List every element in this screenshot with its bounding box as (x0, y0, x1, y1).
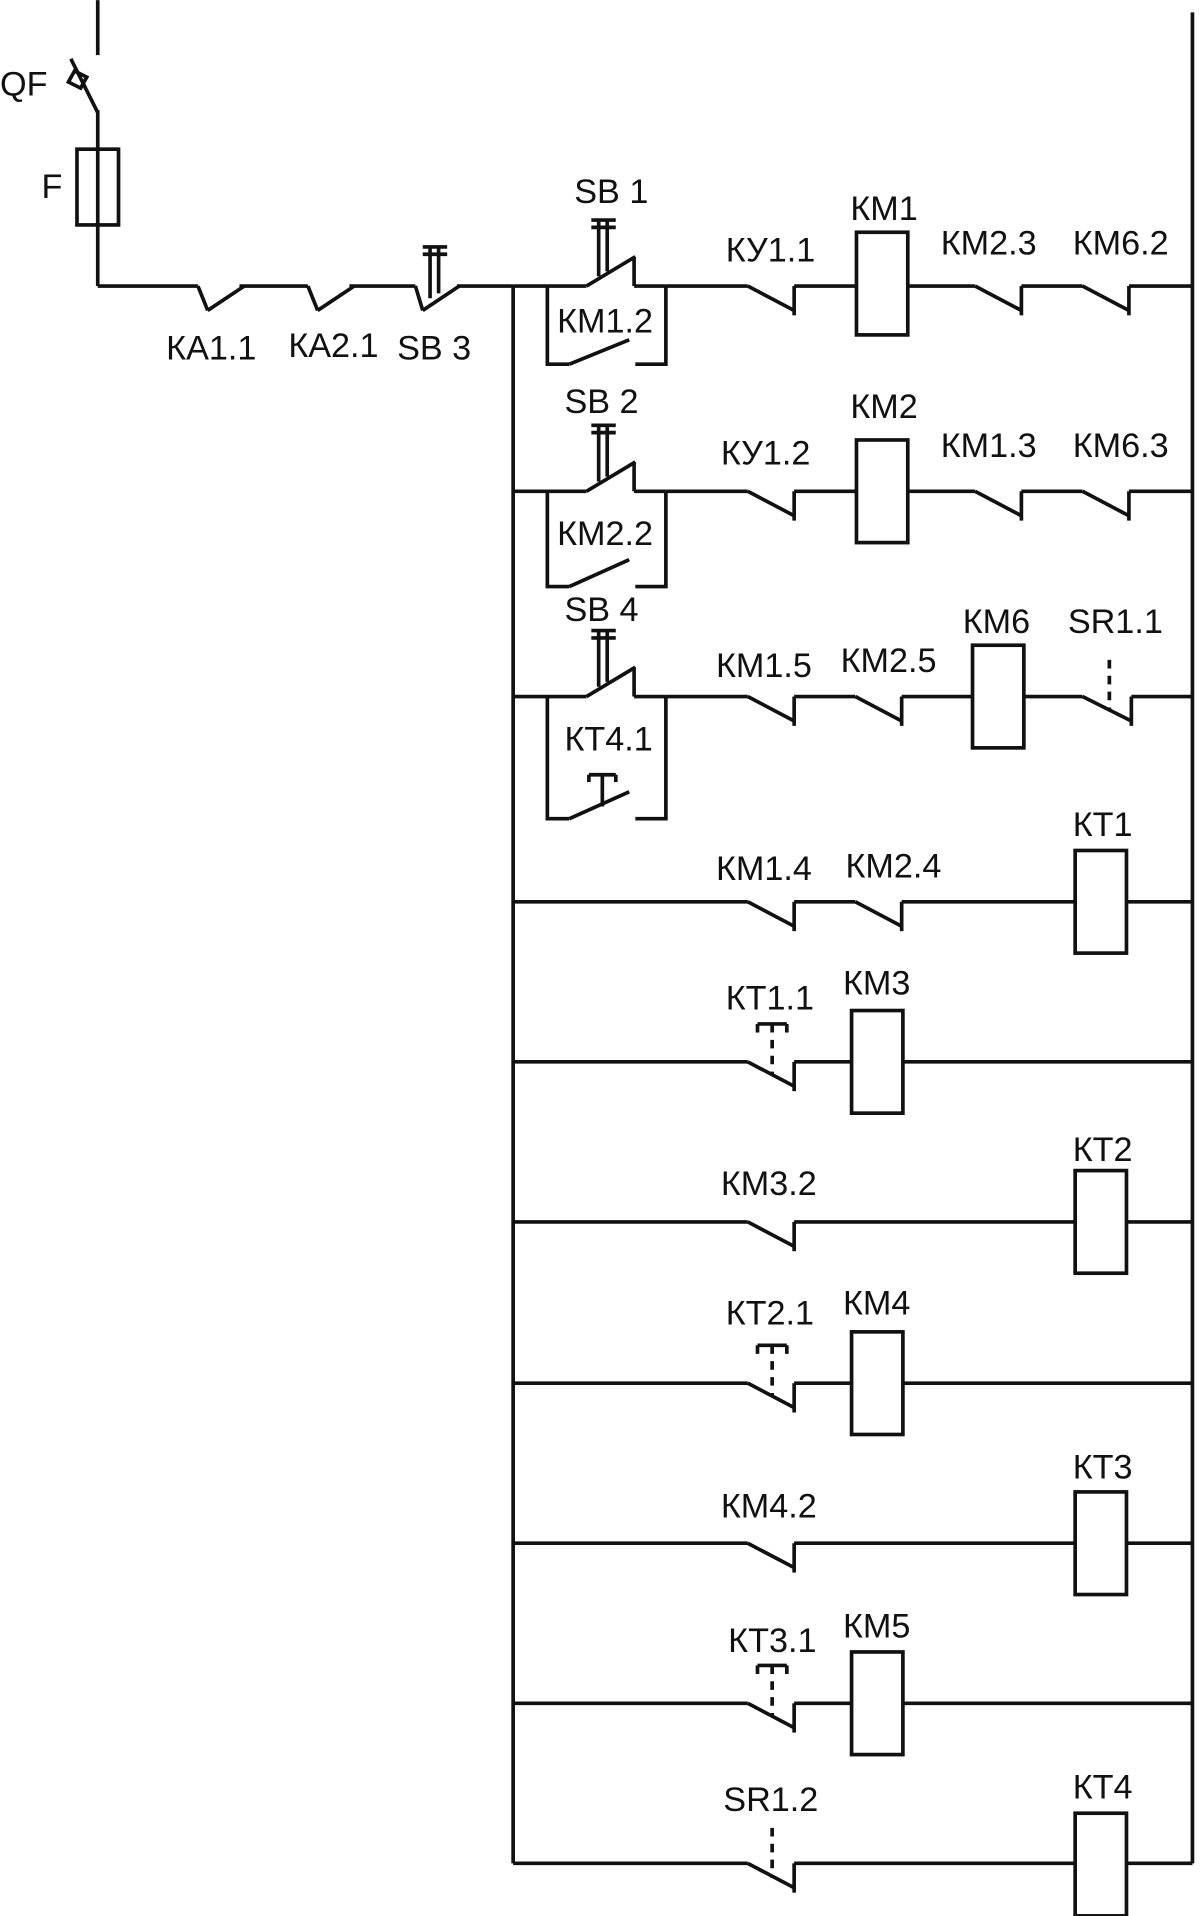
label-kt4-1: КТ4.1 (564, 720, 652, 758)
circuit-breaker-qf (65, 57, 100, 150)
label-f: F (42, 168, 63, 206)
label-ka1-1: КА1.1 (166, 329, 256, 367)
label-km4: КМ4 (843, 1285, 910, 1323)
label-sr1-2: SR1.2 (723, 1781, 818, 1819)
label-ky1-2: КУ1.2 (721, 434, 811, 472)
label-km3: КМ3 (843, 965, 910, 1003)
label-km1-3: КМ1.3 (941, 427, 1037, 465)
rung-7 (513, 1330, 1193, 1437)
label-sb1: SB 1 (574, 173, 648, 211)
label-km4-2: КМ4.2 (721, 1488, 817, 1526)
rung-2 (513, 423, 1193, 589)
label-kt4: КТ4 (1073, 1769, 1133, 1807)
contact-ka2-1 (306, 284, 356, 312)
label-km6-3: КМ6.3 (1073, 427, 1169, 465)
label-ky1-1: КУ1.1 (726, 232, 816, 270)
label-kt2-1: КТ2.1 (726, 1295, 814, 1333)
rung-9 (513, 1650, 1193, 1757)
label-ka2-1: КА2.1 (288, 327, 378, 365)
label-km6: КМ6 (963, 603, 1030, 641)
label-km1-5: КМ1.5 (716, 647, 812, 685)
label-kt2: КТ2 (1073, 1131, 1133, 1169)
label-sb3: SB 3 (397, 329, 471, 367)
rung-10 (513, 1811, 1193, 1916)
rung-3 (513, 628, 1193, 821)
rung-6 (513, 1168, 1193, 1276)
label-sb4: SB 4 (564, 591, 638, 629)
label-km2-2: КМ2.2 (557, 515, 653, 553)
label-km2-3: КМ2.3 (941, 224, 1037, 262)
label-km3-2: КМ3.2 (721, 1165, 817, 1203)
label-km1: КМ1 (850, 190, 917, 228)
stop-button-sb3 (413, 245, 461, 312)
rung-5 (513, 1008, 1193, 1115)
rung-1 (513, 218, 1193, 367)
label-kt3-1: КТ3.1 (728, 1622, 816, 1660)
label-km1-4: КМ1.4 (716, 850, 812, 888)
fuse-f (75, 147, 121, 287)
label-sb2: SB 2 (564, 383, 638, 421)
label-km5: КМ5 (843, 1607, 910, 1645)
contact-ka1-1 (196, 284, 246, 312)
label-kt1-1: КТ1.1 (726, 979, 814, 1017)
rung-8 (513, 1490, 1193, 1597)
label-kt1: КТ1 (1073, 806, 1133, 844)
label-km2-4: КМ2.4 (845, 847, 941, 885)
label-sr1-1: SR1.1 (1068, 603, 1163, 641)
label-kt3: КТ3 (1073, 1448, 1133, 1486)
label-km6-2: КМ6.2 (1073, 224, 1169, 262)
label-km2-5: КМ2.5 (841, 642, 937, 680)
rung-4 (513, 848, 1193, 955)
label-km2: КМ2 (850, 388, 917, 426)
label-qf: QF (0, 65, 47, 103)
label-km1-2: КМ1.2 (557, 302, 653, 340)
